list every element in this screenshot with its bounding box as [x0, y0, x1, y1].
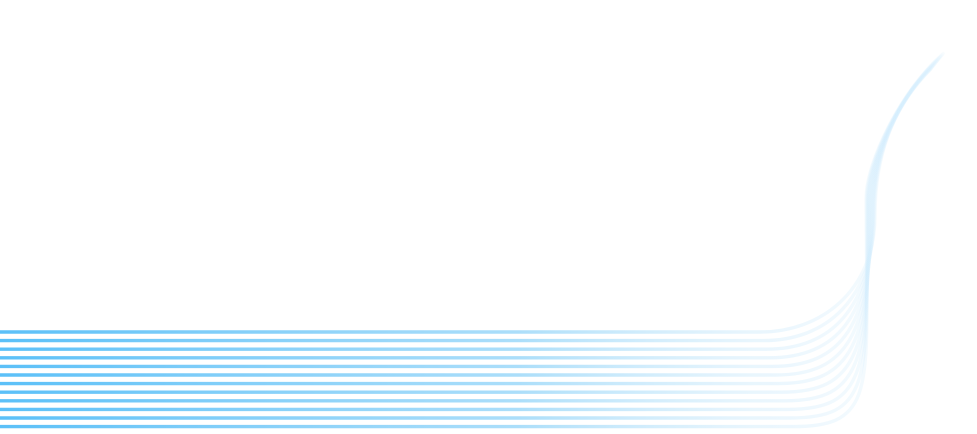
stripe-group: [0, 51, 945, 429]
stripe-line: [0, 68, 932, 334]
stripe-line: [0, 66, 933, 343]
stripe-line: [0, 65, 935, 351]
stripe-line: [0, 63, 936, 360]
stripe-line: [0, 62, 937, 369]
stripe-line: [0, 51, 945, 429]
